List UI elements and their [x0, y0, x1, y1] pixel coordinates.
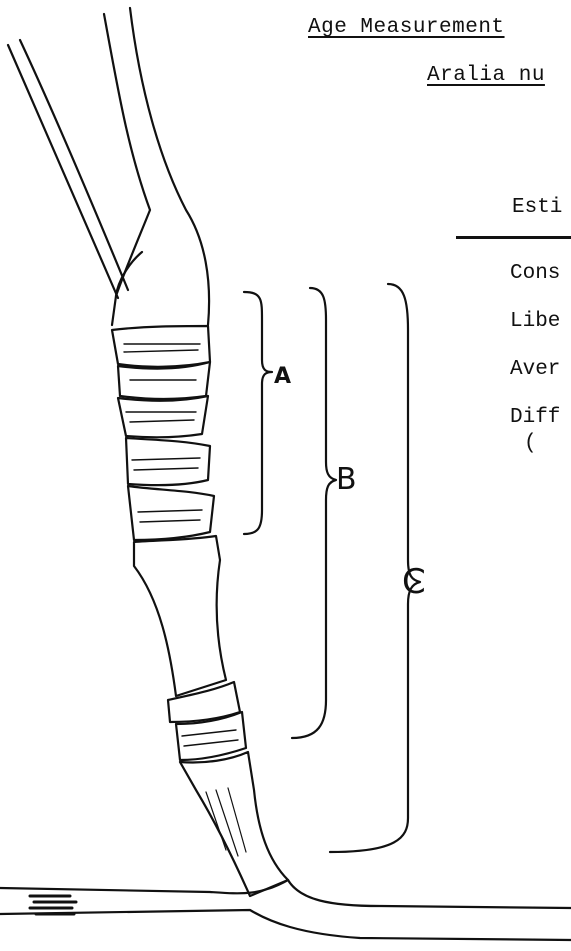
leaf-stalk-line	[8, 45, 118, 298]
rhizome-internode	[134, 536, 226, 696]
rhizome-segment	[128, 486, 214, 540]
segment-striation	[182, 730, 238, 746]
rhizome-segment	[112, 326, 210, 367]
bracket-b	[292, 288, 336, 738]
bracket-label-a: A	[274, 364, 291, 389]
ground-line	[0, 910, 571, 940]
leaf-stalk-line	[20, 40, 128, 290]
rhizome-internode	[180, 752, 288, 896]
bracket-label-c: C	[402, 562, 426, 602]
shoot-outline-left	[104, 14, 150, 325]
ground-line	[0, 880, 571, 908]
shoot-stalk-join	[116, 252, 142, 296]
rhizome-segment	[118, 396, 208, 437]
bracket-a	[244, 292, 272, 534]
bracket-label-b: B	[336, 462, 357, 497]
shoot-outline-right	[130, 8, 209, 325]
ground-shading	[30, 896, 76, 914]
segment-striation	[124, 344, 202, 522]
rhizome-segment	[126, 438, 210, 485]
